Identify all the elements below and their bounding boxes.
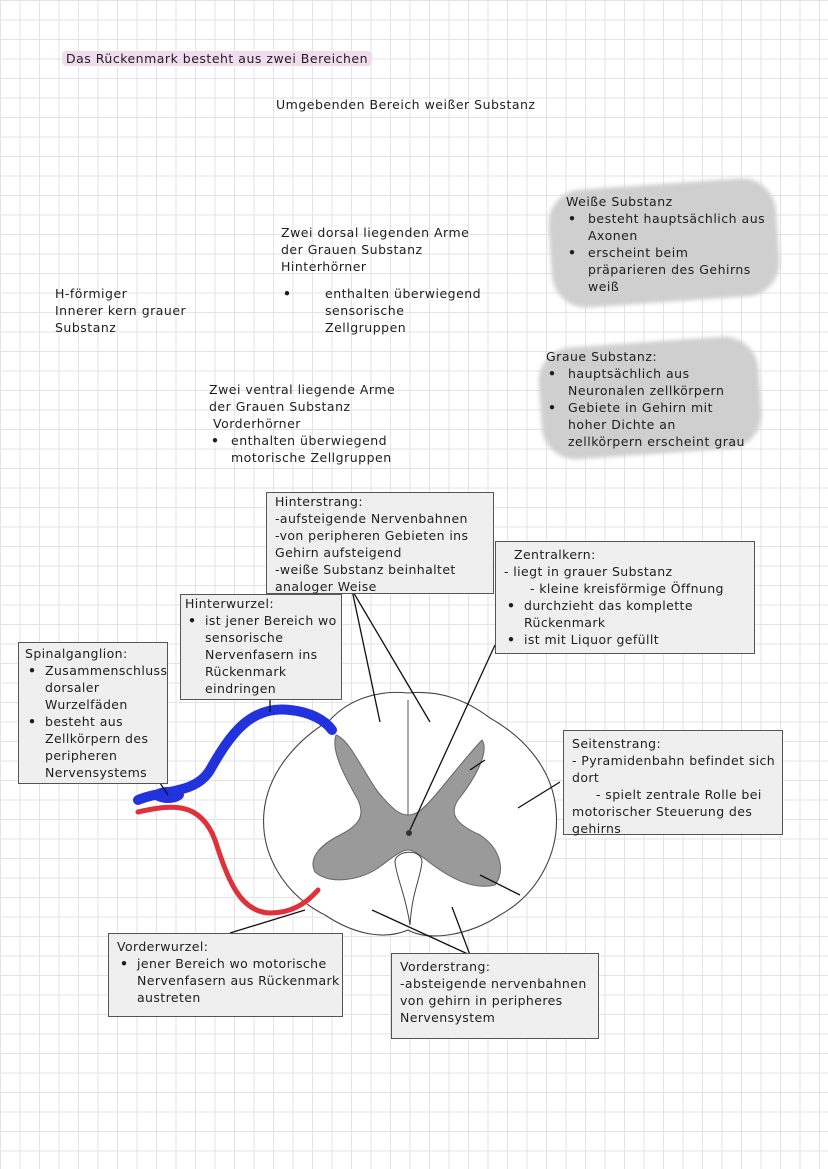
ventral-arms-note: Zwei ventral liegende Arme der Grauen Su…	[209, 381, 395, 466]
hinterstrang-box: Hinterstrang: -aufsteigende Nervenbahnen…	[266, 492, 494, 594]
spinalganglion-box: Spinalganglion: ZusammenschlussdorsalerW…	[18, 642, 168, 784]
list-item: ist mit Liquor gefüllt	[504, 631, 746, 648]
seitenstrang-box: Seitenstrang: - Pyramidenbahn befindet s…	[563, 730, 783, 836]
anterior-fissure	[394, 851, 423, 926]
white-matter-note-title: Weiße Substanz	[566, 194, 673, 209]
vorderwurzel-box: Vorderwurzel: jener Bereich wo motorisch…	[108, 933, 343, 1017]
motor-root	[135, 804, 321, 916]
list-item: jener Bereich wo motorischeNervenfasern …	[117, 955, 339, 1006]
vorderstrang-box: Vorderstrang: -absteigende nervenbahnen …	[391, 953, 599, 1039]
dorsal-arms-note: Zwei dorsal liegenden Arme der Grauen Su…	[281, 225, 482, 335]
pointer-lines	[157, 589, 561, 956]
grey-matter-h	[312, 734, 501, 887]
hinterwurzel-box: Hinterwurzel: ist jener Bereich wosensor…	[180, 594, 342, 700]
central-canal	[406, 830, 412, 836]
white-matter-note: Weiße Substanz besteht hauptsächlich aus…	[566, 193, 765, 295]
page-title: Das Rückenmark besteht aus zwei Bereiche…	[62, 50, 373, 67]
grey-matter-note: Graue Substanz: hauptsächlich ausNeurona…	[546, 348, 745, 450]
list-item: ist jener Bereich wosensorischeNervenfas…	[185, 612, 337, 697]
white-matter-heading: Umgebenden Bereich weißer Substanz	[276, 97, 536, 112]
zentralkern-box: Zentralkern: - liegt in grauer Substanz …	[495, 541, 755, 654]
grey-matter-note-title: Graue Substanz:	[546, 349, 658, 364]
